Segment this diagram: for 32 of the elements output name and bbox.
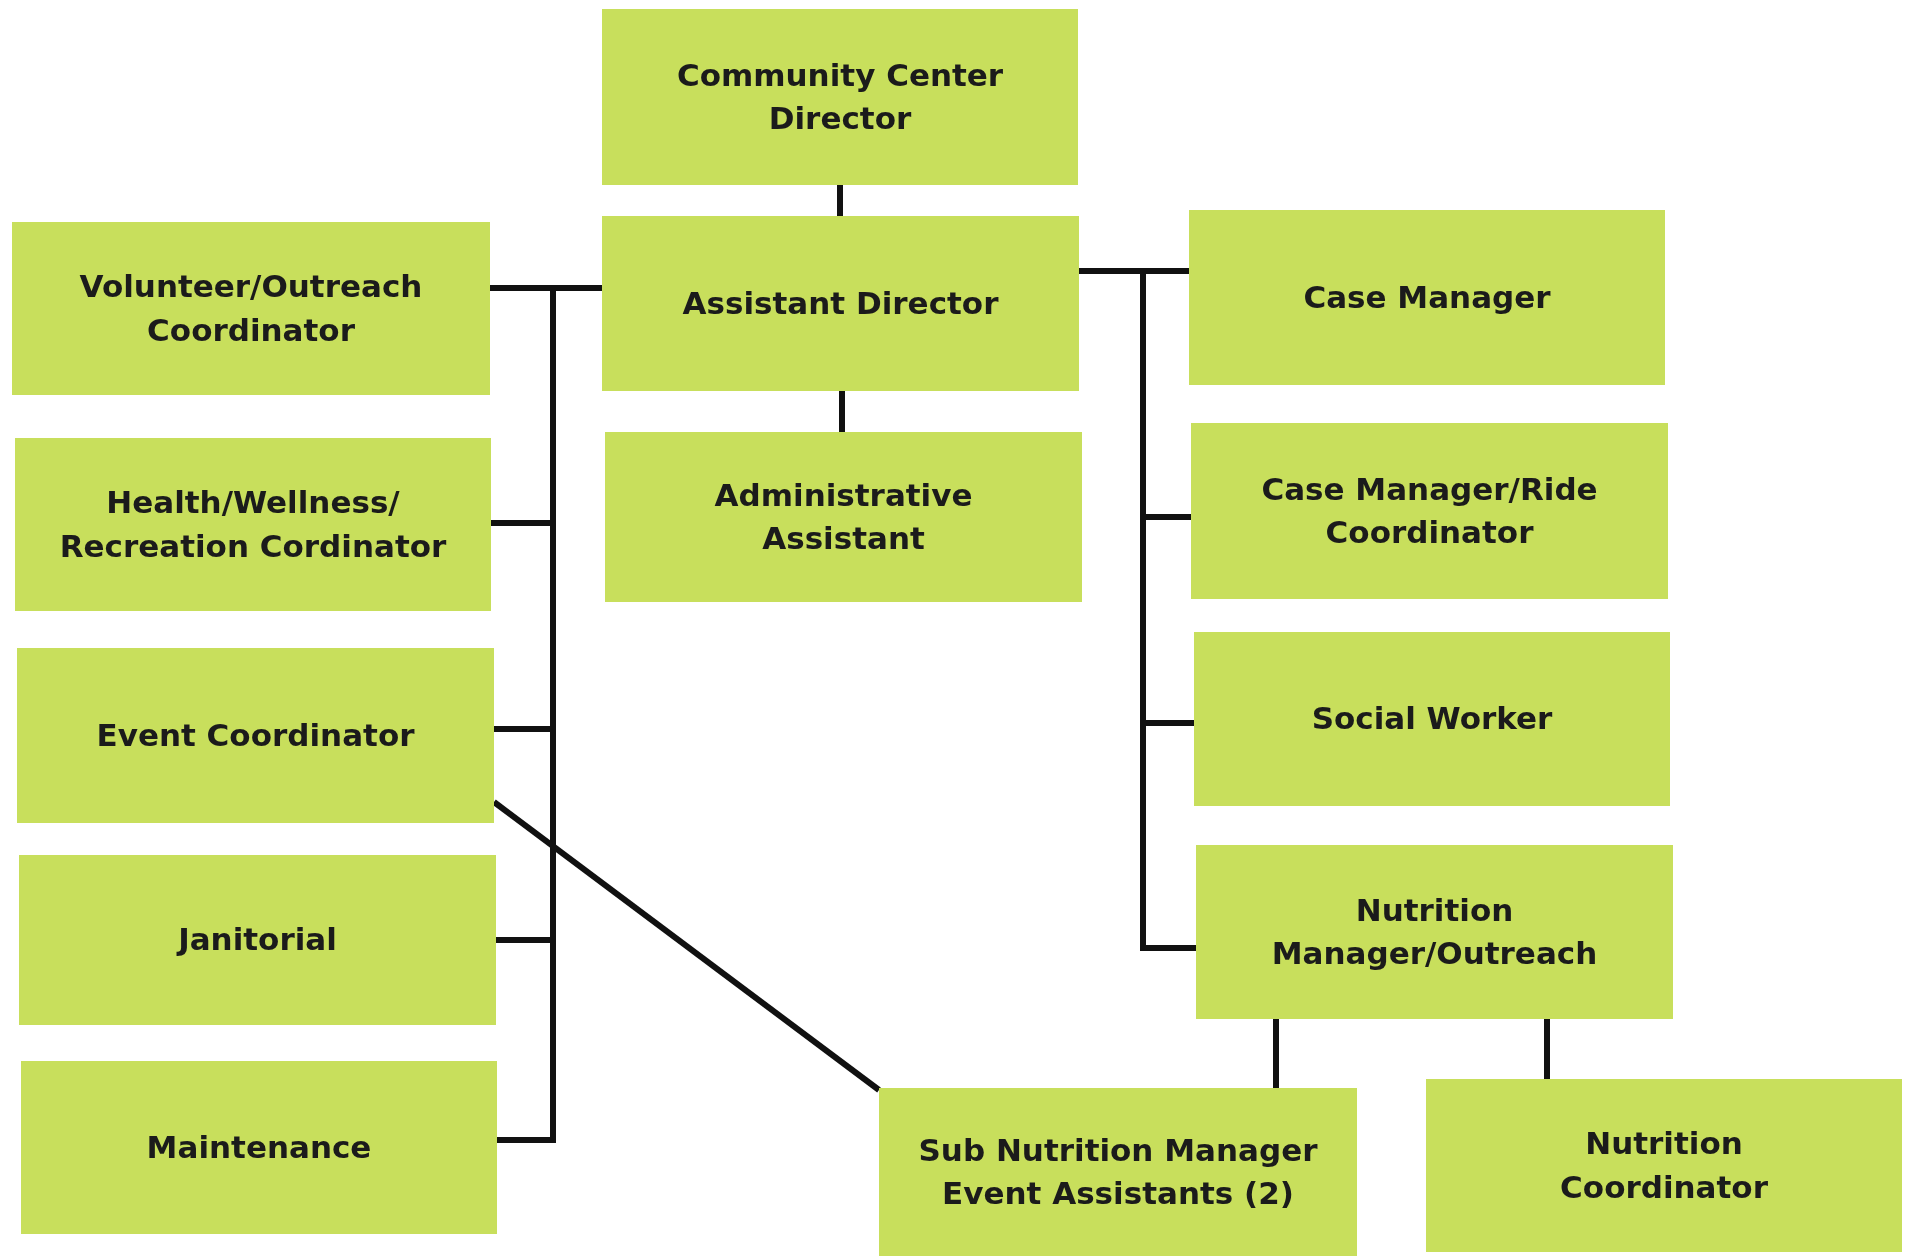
connector-line xyxy=(1544,1019,1550,1079)
role-title: Event Coordinator xyxy=(96,715,415,755)
role-box xyxy=(879,1088,1357,1256)
role-title: Maintenance xyxy=(146,1127,372,1167)
role-box xyxy=(1426,1079,1902,1252)
role-box xyxy=(1191,423,1668,599)
role-title: Case Manager/Ride Coordinator xyxy=(1260,469,1599,552)
role-box xyxy=(602,9,1078,185)
role-title: Administrative Assistant xyxy=(713,475,974,558)
role-title: Volunteer/Outreach Coordinator xyxy=(78,267,424,350)
role-box xyxy=(1196,845,1673,1019)
role-box xyxy=(12,222,490,395)
role-box xyxy=(21,1061,497,1234)
role-title: Sub Nutrition Manager Event Assistants (2) xyxy=(917,1130,1319,1213)
connector-line xyxy=(1273,1019,1279,1088)
role-title: Health/Wellness/ Recreation Cordinator xyxy=(58,483,448,566)
role-title: Assistant Director xyxy=(682,283,999,323)
role-box xyxy=(15,438,491,611)
role-title: Janitorial xyxy=(178,920,337,960)
role-box xyxy=(602,216,1079,391)
connector-line xyxy=(839,391,845,432)
role-title: Case Manager xyxy=(1303,277,1551,317)
role-title: Social Worker xyxy=(1311,699,1553,739)
role-box xyxy=(1189,210,1665,385)
role-title: Community Center Director xyxy=(675,55,1005,138)
role-title: Nutrition Manager/Outreach xyxy=(1270,890,1599,973)
role-box xyxy=(19,855,496,1025)
role-box xyxy=(605,432,1082,602)
role-title: Nutrition Coordinator xyxy=(1559,1124,1769,1207)
role-box xyxy=(17,648,494,823)
role-box xyxy=(1194,632,1670,806)
connector-line xyxy=(837,185,843,216)
